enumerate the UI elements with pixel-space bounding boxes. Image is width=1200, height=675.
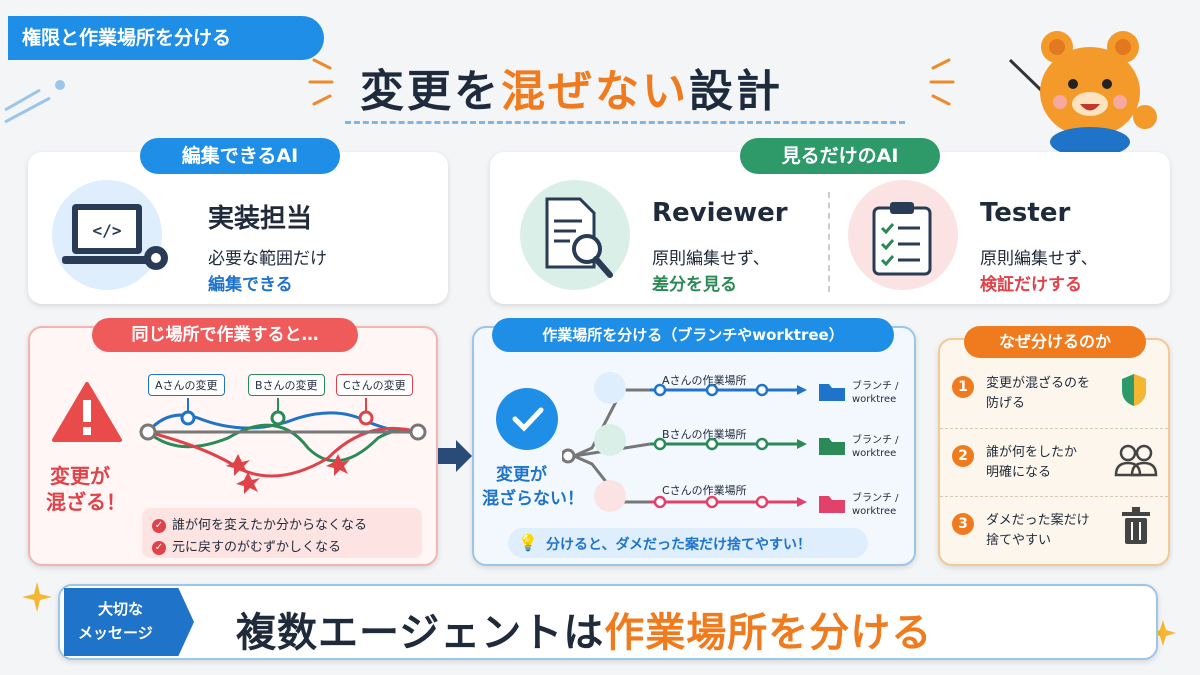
checkmark-icon — [512, 407, 544, 432]
document-search-icon — [545, 197, 613, 278]
sparkle-icon — [22, 582, 52, 612]
view-ai-card: Reviewer 原則編集せず、 差分を見る Tester 原則編集せず、 検証… — [490, 152, 1170, 304]
same-place-panel: 変更が 混ざる！ Aさんの変更 Bさんの変更 Cさんの変更 ✓誰が何を変えたか分… — [28, 326, 438, 566]
tip-box: 💡 分けると、ダメだった案だけ捨てやすい！ — [508, 528, 868, 558]
bear-mascot-icon — [1008, 31, 1157, 152]
message-text: 複数エージェントは作業場所を分ける — [236, 610, 933, 656]
edit-ai-card: </> 実装担当 必要な範囲だけ 編集できる — [28, 152, 448, 304]
users-icon — [1114, 444, 1158, 477]
lane-c-target: ブランチ /worktree — [852, 493, 899, 517]
user-icon-a — [594, 372, 626, 404]
trash-icon — [1122, 507, 1150, 544]
merge-conflict-diagram — [139, 398, 427, 494]
sparkle-right-icon — [929, 58, 955, 106]
lightbulb-icon: 💡 — [518, 533, 538, 552]
header-tag: 権限と作業場所を分ける — [8, 16, 324, 60]
folder-icon — [819, 496, 845, 513]
svg-text:</>: </> — [93, 221, 122, 240]
reason-1: 1 変更が混ざるのを 防げる — [940, 360, 1168, 428]
title-highlight: 混ぜない — [501, 66, 689, 117]
tester-role: Tester — [980, 198, 1071, 228]
lane-c-name: Cさんの作業場所 — [662, 484, 747, 497]
check-icon: ✓ — [152, 518, 166, 533]
title-underline — [345, 121, 905, 124]
warning-icon — [52, 382, 122, 442]
folder-icon — [819, 438, 845, 455]
decor-lines-icon — [4, 80, 65, 124]
laptop-code-icon: </> — [62, 204, 168, 270]
tester-desc1: 原則編集せず、 — [980, 249, 1098, 269]
user-icon-b — [594, 424, 626, 456]
view-ai-label: 見るだけのAI — [740, 138, 940, 174]
issue-1: ✓誰が何を変えたか分からなくなる — [152, 514, 367, 533]
same-place-label: 同じ場所で作業すると… — [92, 318, 358, 352]
user-icon-c — [594, 480, 626, 512]
folder-icon — [819, 384, 845, 401]
page-title: 変更を混ぜない設計 — [360, 55, 783, 119]
result-text2: 混ざらない！ — [482, 489, 584, 509]
check-icon: ✓ — [152, 540, 166, 555]
edit-ai-label: 編集できるAI — [140, 138, 340, 174]
separate-panel: 変更が 混ざらない！ Aさんの作業場所 Bさんの作業場所 Cさんの作業場所 ブラ… — [472, 326, 916, 566]
edit-role: 実装担当 — [208, 204, 313, 234]
reason-3: 3 ダメだった案だけ 捨てやすい — [940, 496, 1168, 565]
issues-box: ✓誰が何を変えたか分からなくなる ✓元に戻すのがむずかしくなる — [142, 508, 422, 558]
title-part2: 設計 — [689, 66, 783, 117]
why-panel: 1 変更が混ざるのを 防げる 2 誰が何をしたか 明確になる 3 ダメだった案だ… — [938, 338, 1170, 566]
reviewer-role: Reviewer — [652, 198, 788, 228]
lane-b-target: ブランチ /worktree — [852, 435, 899, 459]
lane-a-target: ブランチ /worktree — [852, 381, 899, 405]
warning-text2: 混ざる！ — [46, 490, 126, 514]
shield-icon — [1122, 374, 1146, 406]
sparkle-left-icon — [308, 58, 334, 106]
tip-text: 分けると、ダメだった案だけ捨てやすい！ — [546, 537, 812, 553]
divider — [828, 192, 830, 292]
reviewer-desc1: 原則編集せず、 — [652, 249, 770, 269]
edit-desc2: 編集できる — [208, 275, 293, 295]
lane-b-name: Bさんの作業場所 — [662, 428, 747, 441]
result-text1: 変更が — [496, 465, 547, 485]
lane-a-name: Aさんの作業場所 — [662, 374, 747, 387]
edit-desc1: 必要な範囲だけ — [208, 249, 327, 269]
branch-label-a: Aさんの変更 — [148, 374, 225, 396]
branch-label-c: Cさんの変更 — [336, 374, 413, 396]
title-part1: 変更を — [360, 66, 501, 117]
separate-label: 作業場所を分ける（ブランチやworktree） — [492, 318, 894, 352]
branch-lanes-diagram — [562, 383, 807, 509]
arrow-right-icon — [438, 440, 472, 472]
branch-label-b: Bさんの変更 — [248, 374, 325, 396]
reason-2: 2 誰が何をしたか 明確になる — [940, 428, 1168, 497]
why-label: なぜ分けるのか — [964, 326, 1146, 358]
clipboard-check-icon — [872, 202, 932, 276]
message-banner — [58, 584, 1158, 660]
tester-desc2: 検証だけする — [980, 275, 1082, 295]
message-badge: 大切な メッセージ — [64, 588, 194, 656]
reviewer-desc2: 差分を見る — [652, 275, 737, 295]
sparkle-icon — [1150, 620, 1176, 646]
issue-2: ✓元に戻すのがむずかしくなる — [152, 536, 341, 555]
warning-text1: 変更が — [50, 464, 110, 488]
